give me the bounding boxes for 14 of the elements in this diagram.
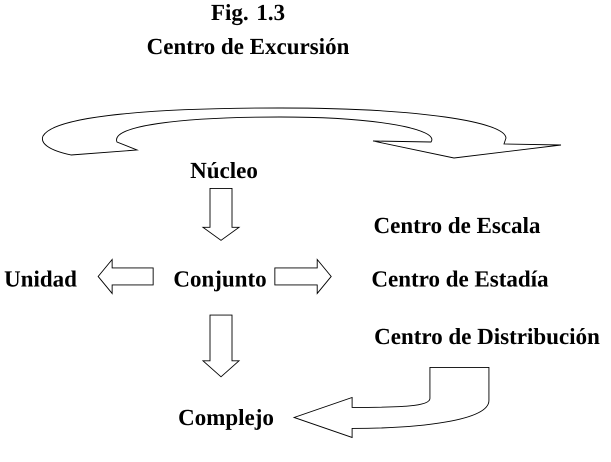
figure-title: Fig. 1.3 <box>211 4 284 26</box>
block-arrow <box>274 258 332 295</box>
bent-block-arrow <box>294 367 490 438</box>
concept-label: Conjunto <box>174 270 266 292</box>
heading-label: Centro de Excursión <box>148 38 350 54</box>
concept-label: Centro de Distribución <box>375 328 600 344</box>
concept-label: Complejo <box>179 409 274 430</box>
concept-label: Centro de Estadía <box>372 270 548 287</box>
block-arrow <box>202 188 240 241</box>
block-arrow <box>98 258 154 295</box>
concept-label: Núcleo <box>190 162 257 178</box>
concept-label: Unidad <box>4 270 77 287</box>
category-label: Centro de Escala <box>374 217 540 234</box>
block-arrow <box>202 314 240 378</box>
